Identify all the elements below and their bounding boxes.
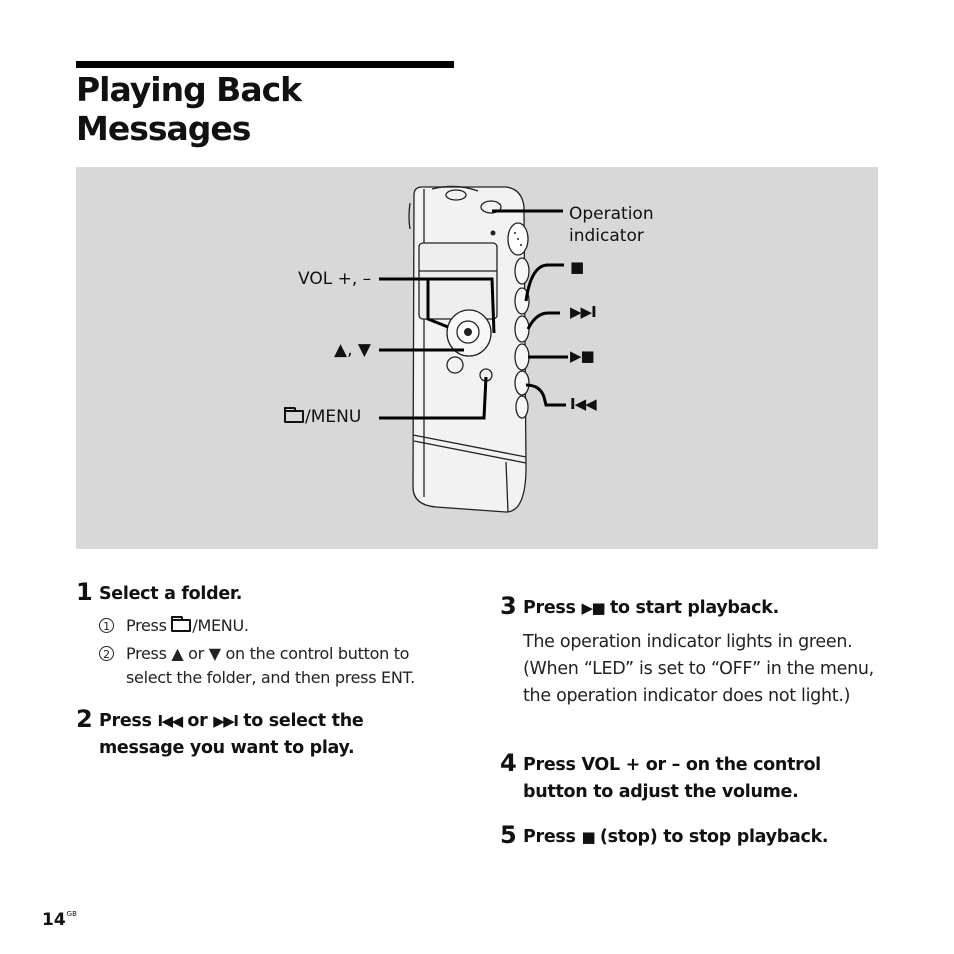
stop-icon: ■ <box>581 828 595 846</box>
step-4: 4 Press VOL + or – on the control button… <box>500 750 890 810</box>
recorder-drawing <box>379 185 568 513</box>
up-down-label: ▲, ▼ <box>334 340 371 360</box>
circled-number: 1 <box>99 618 114 633</box>
play-stop-icon: ▶■ <box>581 599 605 617</box>
step-5: 5 Press ■ (stop) to stop playback. <box>500 822 890 852</box>
vol-label: VOL +, – <box>298 269 372 289</box>
step-heading: Press I◀◀ or ▶▶I to select the message y… <box>99 711 364 758</box>
step-number: 4 <box>500 749 517 777</box>
circled-number: 2 <box>99 646 114 661</box>
folder-icon <box>284 407 304 423</box>
step-3: 3 Press ▶■ to start playback. The operat… <box>500 593 890 743</box>
next-icon: ▶▶I <box>213 712 239 730</box>
previous-icon: I◀◀ <box>157 712 183 730</box>
stop-icon: ■ <box>570 258 584 276</box>
folder-menu-label: /MENU <box>284 406 361 428</box>
step-body: The operation indicator lights in green.… <box>523 632 874 706</box>
step-number: 2 <box>76 705 93 733</box>
step-heading: Press VOL + or – on the control button t… <box>523 755 821 802</box>
step-number: 3 <box>500 592 517 620</box>
step-number: 1 <box>76 578 93 606</box>
substep-1: 1 Press /MENU. <box>99 614 459 640</box>
previous-icon: I◀◀ <box>570 395 597 413</box>
step-heading: Press ▶■ to start playback. <box>523 598 779 618</box>
title-rule <box>76 61 454 68</box>
page-number: 14GB <box>42 910 77 930</box>
folder-icon <box>171 616 192 632</box>
substep-2: 2 Press ▲ or ▼ on the control button to … <box>99 642 459 692</box>
next-icon: ▶▶I <box>570 303 597 321</box>
step-2: 2 Press I◀◀ or ▶▶I to select the message… <box>76 706 456 766</box>
play-stop-icon: ▶■ <box>570 347 595 365</box>
step-heading: Select a folder. <box>99 584 243 604</box>
step-1: 1 Select a folder. 1 Press /MENU. 2 Pres… <box>76 579 456 699</box>
step-heading: Press ■ (stop) to stop playback. <box>523 827 829 847</box>
step-number: 5 <box>500 821 517 849</box>
